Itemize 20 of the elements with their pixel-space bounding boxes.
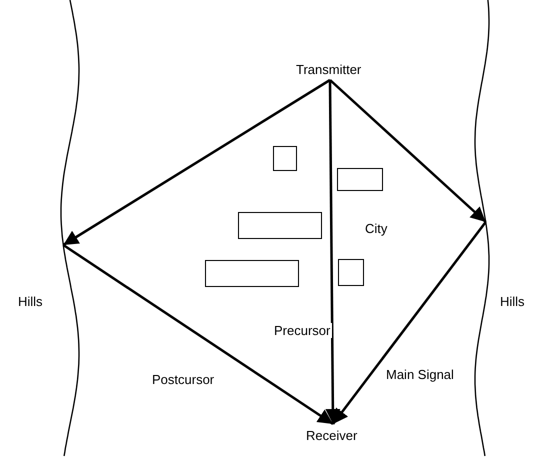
signal-arrow bbox=[325, 80, 340, 424]
hills-label: Hills bbox=[500, 294, 525, 309]
building-box bbox=[338, 259, 364, 286]
station-label: Transmitter bbox=[296, 62, 362, 77]
building-box bbox=[238, 212, 322, 239]
signal-arrow bbox=[329, 79, 487, 223]
hills-label: Hills bbox=[18, 294, 43, 309]
building-box bbox=[273, 146, 297, 171]
hill-line bbox=[474, 0, 490, 456]
area-label: City bbox=[365, 221, 388, 236]
signal-arrow bbox=[62, 78, 331, 246]
edge-label: Main Signal bbox=[384, 367, 456, 382]
building-box bbox=[205, 260, 299, 287]
edge-label: Postcursor bbox=[150, 372, 216, 387]
building-box bbox=[337, 168, 383, 191]
signal-arrow bbox=[62, 244, 334, 426]
hill-line bbox=[60, 0, 80, 456]
signal-arrow bbox=[332, 221, 487, 425]
edge-label: Precursor bbox=[272, 323, 332, 338]
station-label: Receiver bbox=[306, 428, 358, 443]
